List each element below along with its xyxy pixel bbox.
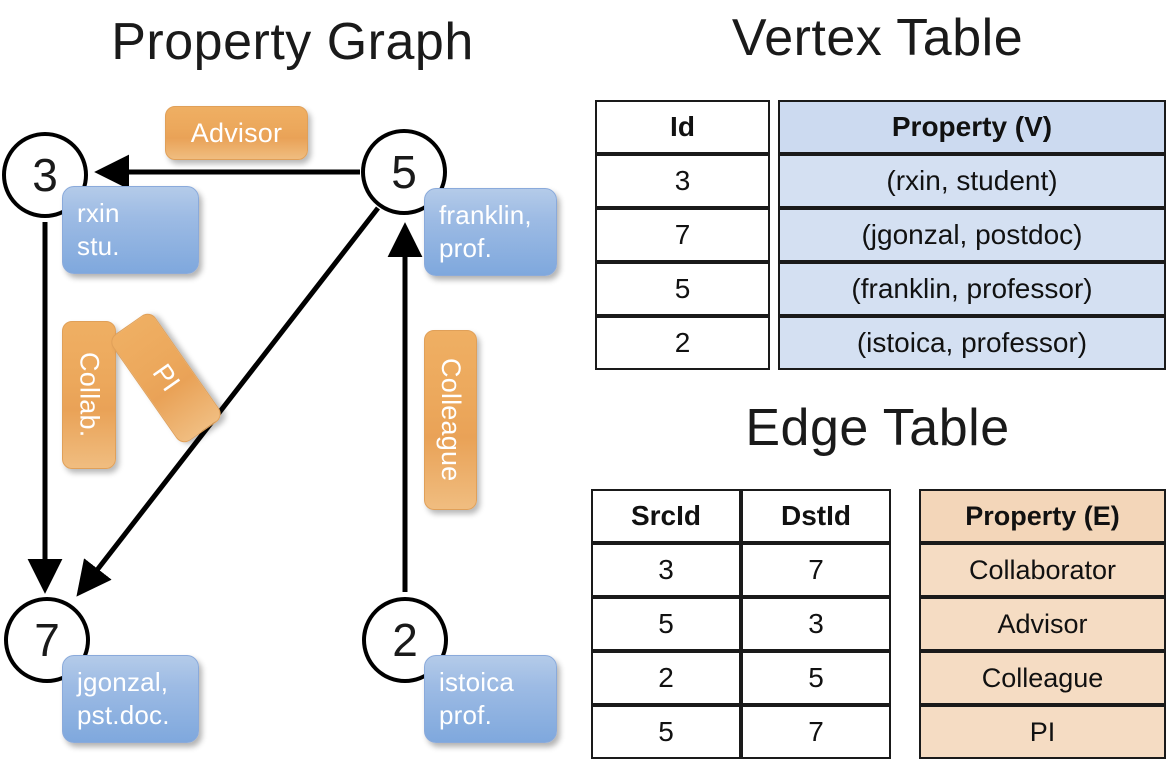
table-header-row: SrcId DstId <box>591 489 891 543</box>
edge-table-cell-dstid: 3 <box>741 597 891 651</box>
edge-table-id-columns: SrcId DstId 3 7 5 3 2 5 5 7 <box>591 489 891 759</box>
vertex-property-line-1: jgonzal, <box>77 667 169 697</box>
table-row: PI <box>919 705 1166 759</box>
vertex-table-cell-property: (jgonzal, postdoc) <box>778 208 1166 262</box>
edge-table-cell-srcid: 3 <box>591 543 741 597</box>
vertex-table-cell-id: 3 <box>595 154 770 208</box>
graph-vertex-2[interactable]: 2 <box>362 597 448 683</box>
edge-table-cell-property: Collaborator <box>919 543 1166 597</box>
vertex-table-id-column: Id 3 7 5 2 <box>595 100 770 370</box>
graph-vertex-5[interactable]: 5 <box>361 129 447 215</box>
edge-label-colleague-text: Colleague <box>436 358 466 482</box>
graph-vertex-3-id: 3 <box>32 149 58 201</box>
graph-vertex-7-id: 7 <box>34 614 60 666</box>
table-row: Colleague <box>919 651 1166 705</box>
vertex-property-box-istoica: istoica prof. <box>424 655 557 743</box>
graph-edges-svg <box>27 154 423 597</box>
edge-table-cell-dstid: 7 <box>741 543 891 597</box>
edge-table-cell-property: PI <box>919 705 1166 759</box>
edge-label-pi-text: PI <box>146 358 187 397</box>
table-row: (rxin, student) <box>778 154 1166 208</box>
table-row: 3 <box>595 154 770 208</box>
graph-vertex-5-id: 5 <box>391 146 417 198</box>
vertex-table-cell-id: 2 <box>595 316 770 370</box>
edge-table-cell-property: Advisor <box>919 597 1166 651</box>
vertex-table-cell-id: 7 <box>595 208 770 262</box>
table-row: 5 7 <box>591 705 891 759</box>
table-row: 2 <box>595 316 770 370</box>
table-row: (istoica, professor) <box>778 316 1166 370</box>
vertex-property-line-2: prof. <box>439 233 493 264</box>
vertex-table-cell-property: (istoica, professor) <box>778 316 1166 370</box>
table-header-row: Property (E) <box>919 489 1166 543</box>
edge-label-advisor-text: Advisor <box>190 117 283 148</box>
table-row: 7 <box>595 208 770 262</box>
edge-5-to-7 <box>76 206 380 597</box>
edge-table-cell-srcid: 2 <box>591 651 741 705</box>
edge-table-cell-srcid: 5 <box>591 597 741 651</box>
vertex-table-header-id: Id <box>595 100 770 154</box>
page-title-edge-table: Edge Table <box>745 399 1010 457</box>
edge-table-header-srcid: SrcId <box>591 489 741 543</box>
vertex-property-line-1: rxin <box>77 198 120 228</box>
edge-label-collab-text: Collab. <box>74 352 105 438</box>
graph-vertex-2-id: 2 <box>392 614 418 666</box>
table-row: (franklin, professor) <box>778 262 1166 316</box>
vertex-property-box-rxin: rxin stu. <box>62 186 199 274</box>
vertex-property-box-franklin: franklin, prof. <box>424 188 557 276</box>
page-title-property-graph: Property Graph <box>111 13 474 71</box>
property-graph-diagram: 3 5 7 2 rxin stu. franklin, prof. jgonza… <box>2 106 557 743</box>
vertex-table-cell-property: (franklin, professor) <box>778 262 1166 316</box>
vertex-property-box-jgonzal: jgonzal, pst.doc. <box>62 655 199 743</box>
table-row: 2 5 <box>591 651 891 705</box>
vertex-table-cell-id: 5 <box>595 262 770 316</box>
page-title-vertex-table: Vertex Table <box>731 9 1024 67</box>
edge-table-cell-srcid: 5 <box>591 705 741 759</box>
vertex-table-property-column: Property (V) (rxin, student) (jgonzal, p… <box>778 100 1166 370</box>
edge-table-cell-dstid: 5 <box>741 651 891 705</box>
vertex-property-line-2: prof. <box>439 700 493 731</box>
vertex-property-line-2: stu. <box>77 231 120 262</box>
edge-label-advisor: Advisor <box>165 106 308 160</box>
edge-table-property-column: Property (E) Collaborator Advisor Collea… <box>919 489 1166 759</box>
edge-table-header-property: Property (E) <box>919 489 1166 543</box>
edge-label-collab: Collab. <box>62 321 116 469</box>
table-row: Collaborator <box>919 543 1166 597</box>
vertex-table-cell-property: (rxin, student) <box>778 154 1166 208</box>
table-row: 3 7 <box>591 543 891 597</box>
table-row: (jgonzal, postdoc) <box>778 208 1166 262</box>
vertex-property-line-1: istoica <box>439 667 515 697</box>
vertex-table-header-property: Property (V) <box>778 100 1166 154</box>
table-header-row: Id <box>595 100 770 154</box>
edge-table-header-dstid: DstId <box>741 489 891 543</box>
edge-label-colleague: Colleague <box>424 330 477 510</box>
table-header-row: Property (V) <box>778 100 1166 154</box>
table-row: 5 3 <box>591 597 891 651</box>
table-row: 5 <box>595 262 770 316</box>
table-row: Advisor <box>919 597 1166 651</box>
edge-table-cell-property: Colleague <box>919 651 1166 705</box>
vertex-property-line-2: pst.doc. <box>77 700 170 731</box>
edge-table-cell-dstid: 7 <box>741 705 891 759</box>
vertex-property-line-1: franklin, <box>439 200 532 230</box>
